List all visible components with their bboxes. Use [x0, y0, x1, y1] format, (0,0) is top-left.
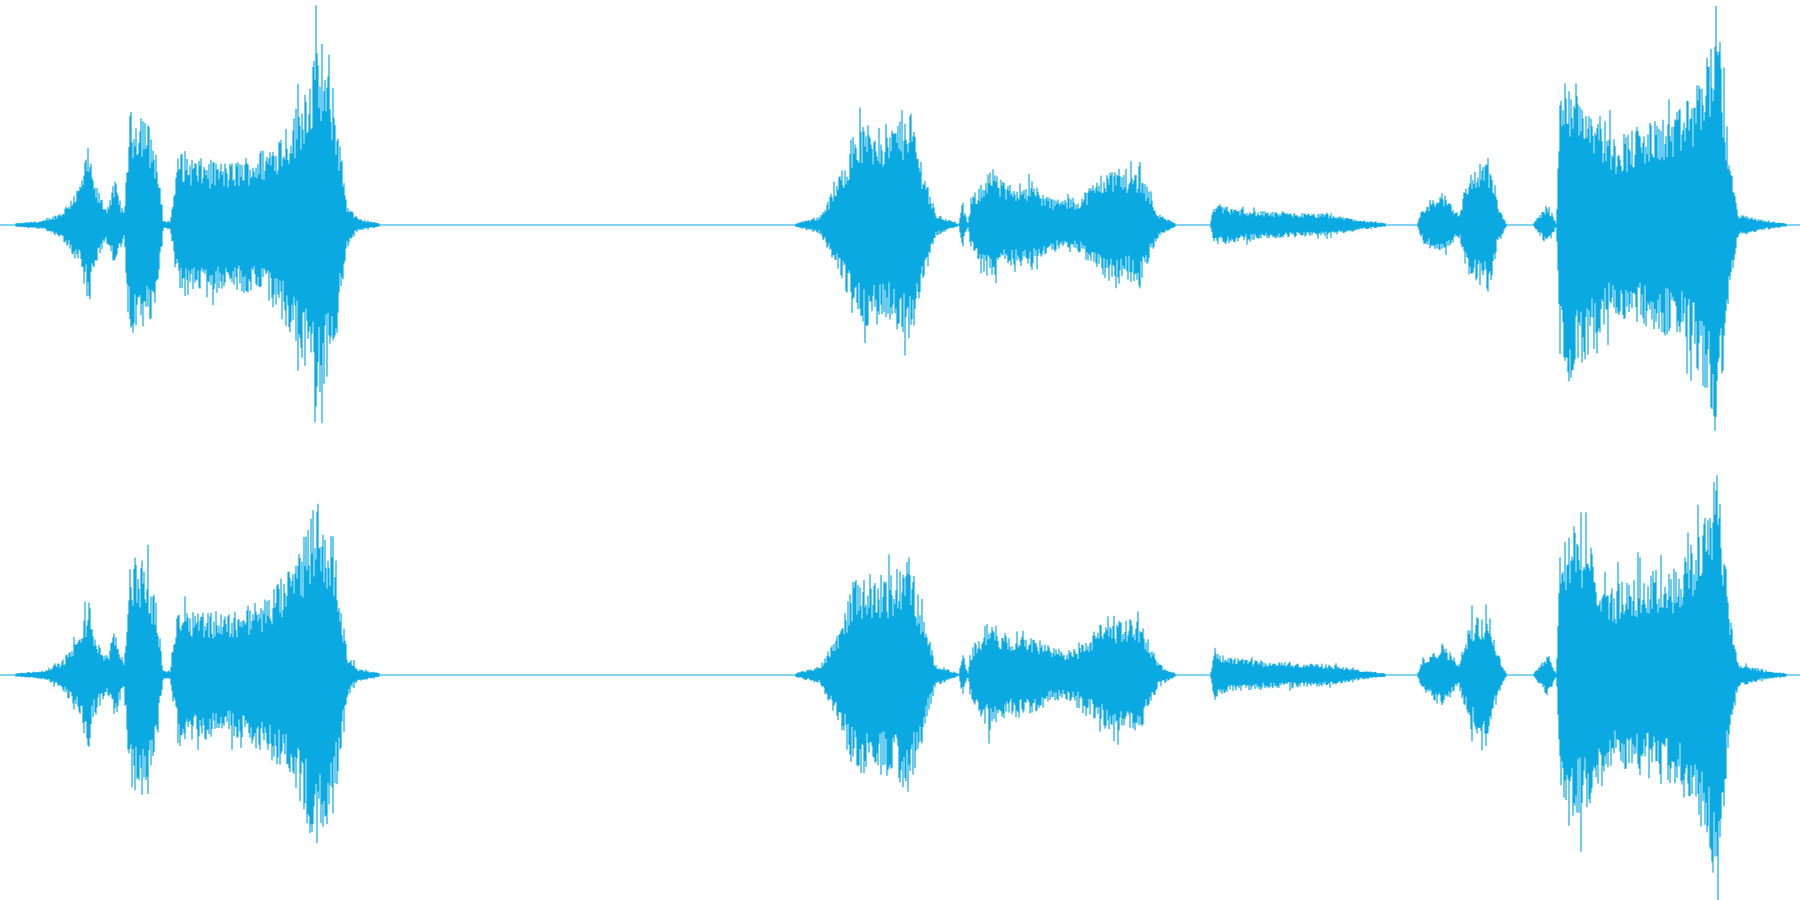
waveform-path: [15, 5, 1787, 431]
waveform-path: [15, 475, 1787, 900]
channel-top: [0, 5, 1800, 431]
channel-bottom: [0, 475, 1800, 900]
channels-group: [0, 5, 1800, 900]
